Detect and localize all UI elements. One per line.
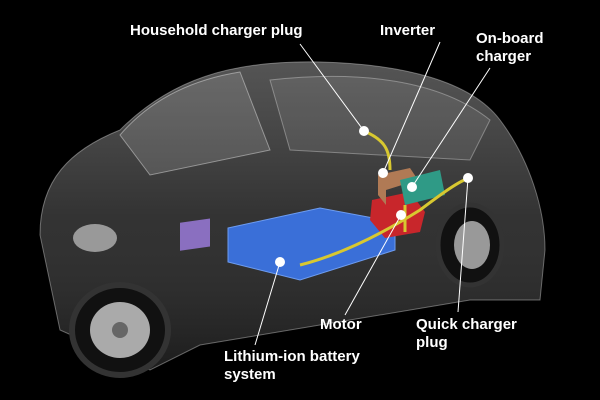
marker-dots — [275, 126, 473, 267]
label-motor: Motor — [320, 316, 362, 333]
headlight — [73, 224, 117, 252]
windshield — [119, 71, 271, 176]
label-battery-system: Lithium-ion battery system — [224, 348, 360, 384]
label-battery-line2: system — [224, 366, 276, 383]
side-windows — [269, 75, 491, 161]
label-inverter: Inverter — [380, 22, 436, 39]
battery-pack — [227, 207, 396, 281]
cables — [299, 129, 471, 267]
front-wheel — [69, 282, 171, 378]
small-module — [180, 218, 210, 251]
leader-lines — [254, 41, 491, 346]
label-quick-charger-line1: Quick charger — [416, 316, 517, 333]
label-quick-charger-line2: plug — [416, 334, 448, 351]
onboard-charger-box — [400, 170, 445, 205]
rear-wheel — [435, 202, 505, 288]
label-onboard-charger-line1: On-board — [476, 30, 544, 47]
inverter-box — [378, 168, 418, 205]
label-battery-line1: Lithium-ion battery — [224, 348, 360, 365]
label-onboard-charger-line2: charger — [476, 48, 532, 65]
label-quick-charger-plug: Quick charger plug — [416, 316, 517, 352]
label-onboard-charger: On-board charger — [476, 30, 544, 66]
label-household-charger-plug: Household charger plug — [130, 22, 303, 39]
